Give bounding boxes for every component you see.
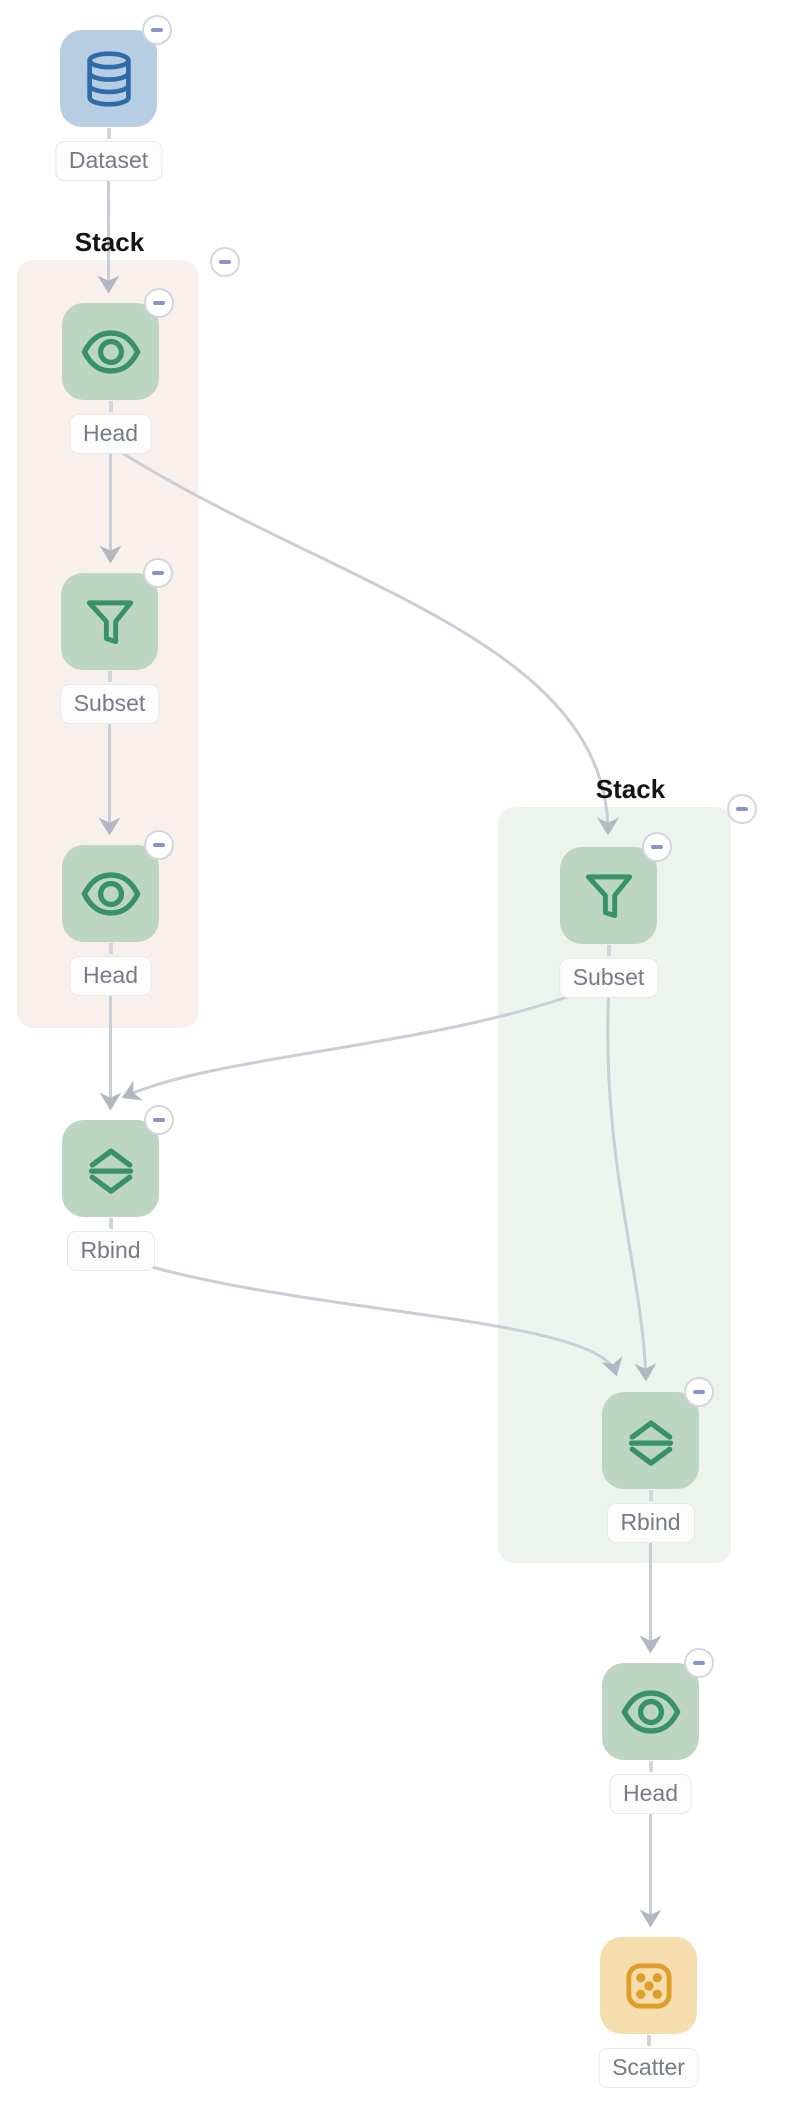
node-collapse-button[interactable] xyxy=(684,1648,714,1678)
node-collapse-button[interactable] xyxy=(143,558,173,588)
port-stub xyxy=(108,401,113,412)
port-stub xyxy=(648,1490,653,1501)
port-stub xyxy=(107,671,112,682)
edge-subset2-rbind2[interactable] xyxy=(606,997,657,1382)
minus-icon xyxy=(736,807,748,811)
minus-icon xyxy=(693,1661,705,1665)
eye-icon xyxy=(619,1680,683,1744)
database-icon xyxy=(78,48,140,110)
eye-icon xyxy=(79,862,143,926)
node-subset2[interactable] xyxy=(560,847,657,944)
funnel-icon xyxy=(578,865,640,927)
minus-icon xyxy=(153,1118,165,1122)
eye-icon xyxy=(79,320,143,384)
node-label-rbind2: Rbind xyxy=(606,1503,695,1543)
minus-icon xyxy=(153,843,165,847)
node-dataset[interactable] xyxy=(60,30,157,127)
node-label-head3: Head xyxy=(609,1774,692,1814)
edge-rbind1-rbind2[interactable] xyxy=(147,1264,623,1377)
group-collapse-button[interactable] xyxy=(727,794,757,824)
port-stub xyxy=(646,2035,651,2046)
minus-icon xyxy=(151,28,163,32)
group-collapse-button[interactable] xyxy=(210,247,240,277)
node-scatter[interactable] xyxy=(600,1937,697,2034)
node-label-rbind1: Rbind xyxy=(66,1231,155,1271)
node-collapse-button[interactable] xyxy=(144,288,174,318)
node-head3[interactable] xyxy=(602,1663,699,1760)
node-head1[interactable] xyxy=(62,303,159,400)
node-collapse-button[interactable] xyxy=(142,15,172,45)
minus-icon xyxy=(693,1390,705,1394)
funnel-icon xyxy=(79,591,141,653)
group-title: Stack xyxy=(74,227,145,257)
minus-icon xyxy=(153,301,165,305)
minus-icon xyxy=(219,260,231,264)
port-stub xyxy=(648,1761,653,1772)
edge-subset2-rbind1[interactable] xyxy=(121,994,571,1101)
node-rbind1[interactable] xyxy=(62,1120,159,1217)
port-stub xyxy=(106,128,111,139)
group-title: Stack xyxy=(595,774,666,804)
node-label-head2: Head xyxy=(69,956,152,996)
dice-icon xyxy=(618,1955,680,2017)
rbind-icon xyxy=(79,1137,143,1201)
node-collapse-button[interactable] xyxy=(144,1105,174,1135)
node-collapse-button[interactable] xyxy=(684,1377,714,1407)
port-stub xyxy=(108,943,113,954)
edge-head1-subset2[interactable] xyxy=(115,447,619,836)
minus-icon xyxy=(152,571,164,575)
port-stub xyxy=(108,1218,113,1229)
node-collapse-button[interactable] xyxy=(144,830,174,860)
node-label-head1: Head xyxy=(69,414,152,454)
node-label-subset1: Subset xyxy=(59,684,160,724)
node-rbind2[interactable] xyxy=(602,1392,699,1489)
minus-icon xyxy=(651,845,663,849)
node-label-dataset: Dataset xyxy=(54,141,163,181)
node-label-subset2: Subset xyxy=(558,958,659,998)
rbind-icon xyxy=(619,1409,683,1473)
node-label-scatter: Scatter xyxy=(598,2048,699,2088)
node-head2[interactable] xyxy=(62,845,159,942)
node-subset1[interactable] xyxy=(61,573,158,670)
node-collapse-button[interactable] xyxy=(642,832,672,862)
port-stub xyxy=(606,945,611,956)
